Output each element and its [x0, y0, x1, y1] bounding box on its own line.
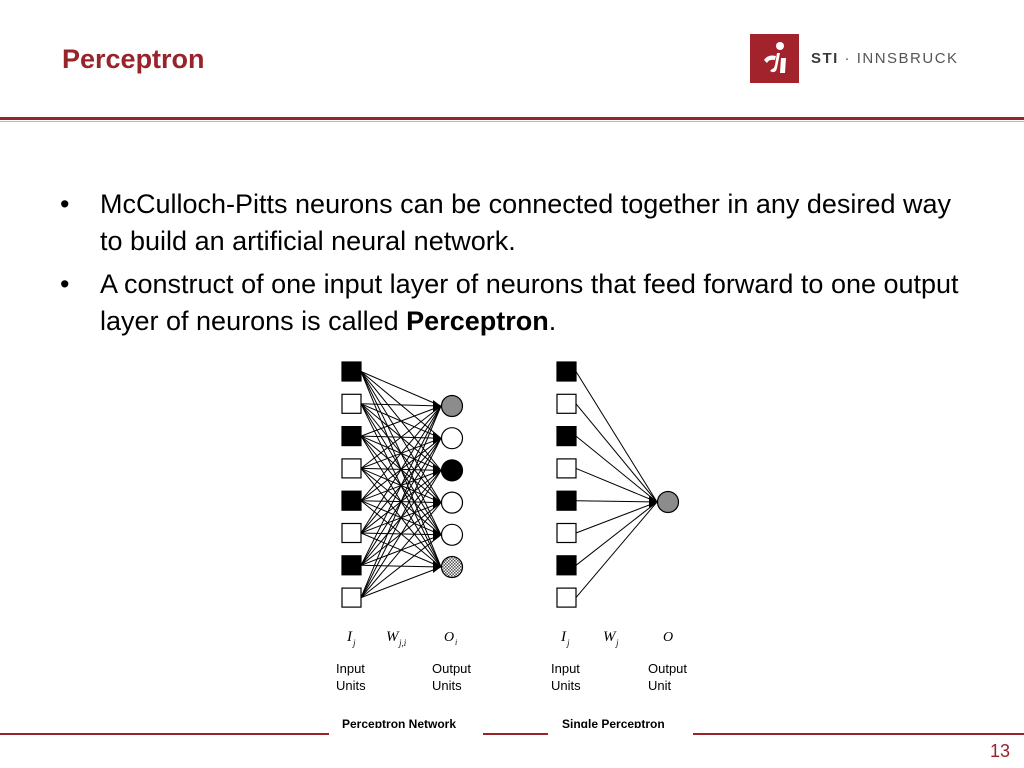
- connection-line: [360, 566, 442, 599]
- connection-line: [360, 405, 442, 437]
- single-input-sub: j: [566, 638, 570, 648]
- output-unit: [440, 427, 464, 450]
- net-output-caption-2: Units: [432, 678, 462, 693]
- input-unit: [556, 458, 577, 479]
- arrow-head: [433, 528, 441, 541]
- net-output-sub: i: [455, 638, 457, 647]
- connection-line: [575, 371, 658, 503]
- slide-title: Perceptron: [62, 44, 205, 74]
- connection-line: [360, 534, 442, 598]
- net-input-caption-1: Input: [336, 661, 365, 676]
- connection-line: [575, 501, 658, 566]
- bullet-text-end: .: [548, 306, 557, 336]
- connection-line: [360, 502, 442, 598]
- connection-line: [360, 405, 442, 502]
- logo-text: STI · INNSBRUCK: [811, 50, 959, 67]
- connection-line: [575, 435, 658, 503]
- input-unit: [556, 555, 577, 576]
- logo-separator: ·: [838, 49, 857, 67]
- single-output-symbol: O: [663, 630, 673, 645]
- arrow-head: [433, 400, 441, 412]
- logo-brand: STI: [811, 49, 839, 67]
- connection-line: [575, 501, 658, 598]
- input-unit: [556, 522, 577, 544]
- connection-line: [575, 501, 658, 534]
- net-input-sub: j: [352, 638, 356, 648]
- connection-line: [360, 405, 442, 566]
- input-unit: [341, 458, 362, 479]
- net-caption: Perceptron Network: [342, 717, 456, 731]
- input-unit: [341, 393, 362, 414]
- net-input-caption-2: Units: [336, 678, 366, 693]
- single-perceptron: [556, 361, 680, 608]
- output-unit: [440, 459, 464, 482]
- bullet-text: A construct of one input layer of neuron…: [100, 269, 959, 336]
- connection-line: [575, 403, 658, 503]
- output-unit: [440, 394, 464, 418]
- arrow-head: [433, 464, 441, 477]
- connection-line: [360, 405, 442, 598]
- arrow-head: [433, 561, 441, 573]
- input-unit: [556, 587, 577, 608]
- sti-logo-icon: [750, 33, 799, 83]
- bullet-item: A construct of one input layer of neuron…: [60, 266, 960, 340]
- connection-line: [360, 405, 442, 534]
- bullet-item: McCulloch-Pitts neurons can be connected…: [60, 186, 960, 260]
- single-output-caption-2: Unit: [648, 678, 672, 693]
- single-weight-symbol: W: [603, 629, 617, 645]
- net-weight-sub: j,i: [398, 638, 407, 648]
- output-unit: [440, 523, 464, 546]
- connection-line: [575, 500, 658, 503]
- connection-line: [360, 470, 442, 598]
- connection-line: [360, 371, 442, 407]
- header-divider-shadow: [0, 121, 1024, 122]
- single-caption: Single Perceptron: [562, 717, 665, 731]
- arrow-head: [433, 496, 441, 509]
- input-unit: [341, 425, 362, 447]
- connection-line: [575, 467, 658, 503]
- page-number: 13: [989, 741, 1010, 761]
- input-unit: [556, 361, 577, 382]
- input-unit: [341, 555, 362, 576]
- logo-location: INNSBRUCK: [856, 49, 959, 67]
- arrow-head: [433, 432, 441, 445]
- bullet-text: McCulloch-Pitts neurons can be connected…: [100, 189, 951, 256]
- input-unit: [556, 490, 577, 511]
- output-unit: [440, 491, 464, 514]
- sti-innsbruck-logo: STI · INNSBRUCK: [750, 33, 959, 83]
- perceptron-network: [341, 361, 464, 608]
- input-unit: [341, 490, 362, 511]
- input-unit: [341, 522, 362, 544]
- net-input-symbol: I: [346, 629, 353, 645]
- net-output-symbol: O: [444, 630, 454, 645]
- footer-divider: [0, 733, 1024, 735]
- bullet-list: McCulloch-Pitts neurons can be connected…: [60, 186, 960, 346]
- single-input-caption-1: Input: [551, 661, 580, 676]
- connection-line: [360, 405, 442, 469]
- bullet-bold-term: Perceptron: [406, 306, 549, 336]
- output-unit: [440, 555, 464, 579]
- perceptron-diagram: I j W j,i O i Input Units Output Units P…: [336, 361, 687, 731]
- input-unit: [556, 393, 577, 414]
- net-output-caption-1: Output: [432, 661, 471, 676]
- single-input-caption-2: Units: [551, 678, 581, 693]
- single-weight-sub: j: [615, 638, 619, 648]
- single-input-symbol: I: [560, 629, 567, 645]
- arrow-head: [649, 496, 657, 508]
- connection-line: [360, 403, 442, 407]
- connection-line: [360, 437, 442, 598]
- net-weight-symbol: W: [386, 629, 400, 645]
- header-divider: [0, 117, 1024, 120]
- input-unit: [341, 361, 362, 382]
- single-output-caption-1: Output: [648, 661, 687, 676]
- input-unit: [341, 587, 362, 608]
- input-unit: [556, 425, 577, 447]
- output-unit: [656, 490, 680, 514]
